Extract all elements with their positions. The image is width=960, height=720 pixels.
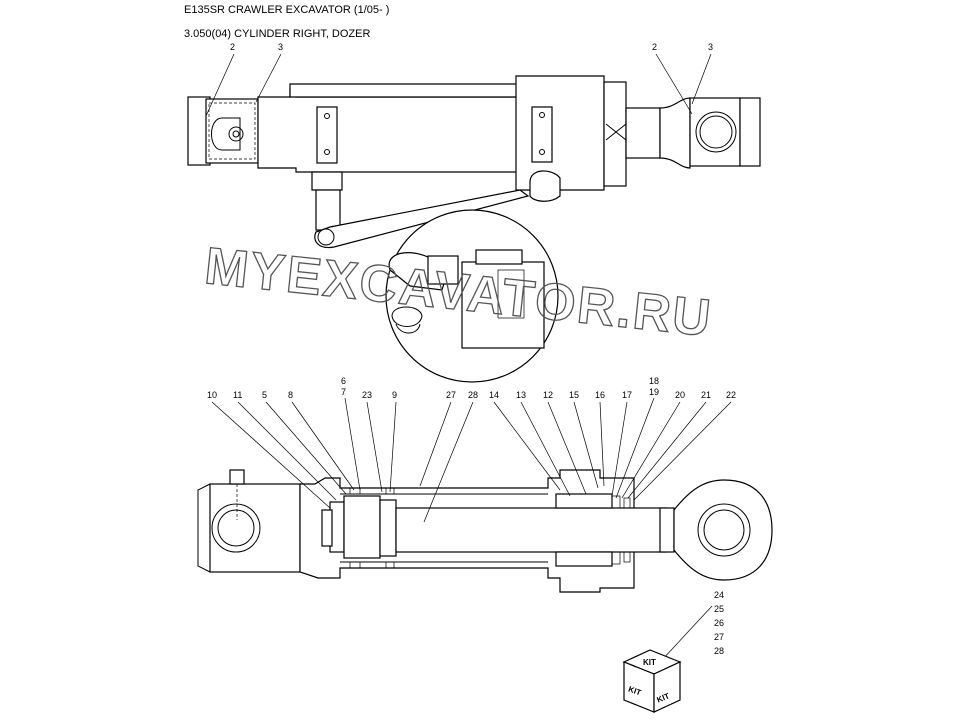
callout-2-right: 2 xyxy=(652,42,657,52)
callout-21: 21 xyxy=(701,390,711,400)
kit-label-left: KIT xyxy=(627,685,642,698)
callout-27: 27 xyxy=(446,390,456,400)
detail-view xyxy=(385,209,559,383)
kit-item-25: 25 xyxy=(714,604,724,614)
callout-15: 15 xyxy=(569,390,579,400)
leader-lines xyxy=(211,397,732,523)
callout-8: 8 xyxy=(288,390,293,400)
kit-item-24: 24 xyxy=(714,590,724,600)
callout-2-left: 2 xyxy=(230,42,235,52)
callout-6: 6 xyxy=(341,376,346,386)
page-title: E135SR CRAWLER EXCAVATOR (1/05- ) xyxy=(184,4,390,16)
kit-callouts: 24 25 26 27 28 xyxy=(661,590,724,661)
callout-16: 16 xyxy=(595,390,605,400)
callout-17: 17 xyxy=(622,390,632,400)
callout-3-right: 3 xyxy=(708,42,713,52)
page-subtitle: 3.050(04) CYLINDER RIGHT, DOZER xyxy=(184,28,371,40)
kit-item-28: 28 xyxy=(714,646,724,656)
callout-23: 23 xyxy=(362,390,372,400)
callout-12: 12 xyxy=(543,390,553,400)
callout-28: 28 xyxy=(468,390,478,400)
kit-label-top: KIT xyxy=(643,658,656,667)
callout-11: 11 xyxy=(233,390,242,400)
callout-18: 18 xyxy=(649,376,659,386)
callout-9: 9 xyxy=(392,390,397,400)
kit-item-27: 27 xyxy=(714,632,724,642)
callout-13: 13 xyxy=(516,390,526,400)
callout-10: 10 xyxy=(207,390,217,400)
top-view-callouts: 2 3 2 3 xyxy=(205,42,713,117)
cylinder-exterior-view xyxy=(187,75,761,249)
kit-item-26: 26 xyxy=(714,618,724,628)
kit-box-icon: KIT KIT KIT xyxy=(622,649,682,713)
cylinder-section-view xyxy=(197,469,773,593)
callout-7: 7 xyxy=(341,387,346,397)
section-callouts: 10 11 5 8 6 7 23 9 27 28 14 13 12 15 16 … xyxy=(207,376,736,400)
callout-5: 5 xyxy=(262,390,267,400)
callout-20: 20 xyxy=(675,390,685,400)
callout-14: 14 xyxy=(489,390,499,400)
callout-3-left: 3 xyxy=(278,42,283,52)
callout-22: 22 xyxy=(726,390,736,400)
callout-19: 19 xyxy=(649,387,659,397)
